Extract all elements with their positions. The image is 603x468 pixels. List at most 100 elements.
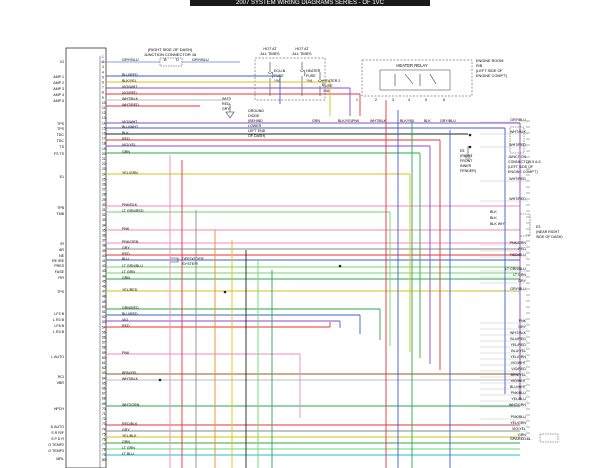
ecm-terminal-label: TPS [57,290,65,294]
relay-pin-4: 4 [408,98,410,102]
wire-color-label: LT BLU [122,452,134,456]
ecm-pin-number: 46 [102,285,106,289]
relay-wire-labels: GRN BLK/YEL PNK WHT/BLK BLK/YEL BLK GRY/… [312,119,456,123]
ecm-pin-number: 31 [102,208,106,212]
wire-color-label: BLK/YEL [122,79,137,83]
ecm-pin-number: 57 [102,341,106,345]
right-wire-label: GRY [518,279,526,283]
ground-e5-line-3: FRONT [460,159,473,163]
ecm-pin-number: 33 [102,218,106,222]
wire-color-label: GRN [122,440,130,444]
ground-e5-line-5: FENDER) [460,169,476,173]
bottom-right-connector: SPARED D- [510,433,559,443]
ecm-pin-number: 76 [102,438,106,442]
ecm-pin-number: 4 [102,70,104,74]
wire-color-label: GRY [122,428,130,432]
ecm-pin-number: 58 [102,346,106,350]
ecm-pin-number: 69 [102,402,106,406]
relay-wire-5: BLK/YEL [400,119,415,123]
ecm-pin-number: 5 [102,75,104,79]
junction-right-label: GRY/BLU [192,58,209,62]
wire-color-label: YEL/GRN [122,171,138,175]
ecm-terminal-label: IG [60,60,64,64]
ecm-terminal-label: TMB [56,212,64,216]
ecm-pin-number: 52 [102,315,106,319]
relay-wire-1: GRN [312,119,320,123]
ground-e3-line-1: E3 [536,225,540,229]
ecm-pin-number: 71 [102,412,106,416]
right-wire-label: PNK/GRN [510,241,527,245]
ecm-pin-number: 56 [102,336,106,340]
ecm-box [65,47,107,468]
ecm-pin-number: 21 [102,157,106,161]
e3-wire-3: BLK WHT [490,222,507,226]
relay-wire-7: GRY/BLU [440,119,456,123]
ecm-pin-number: 66 [102,387,106,391]
wire-color-label: WHT/GRN [122,403,140,407]
junction-pin-2: D [176,58,179,62]
defogger-line-2: SYSTEM [182,262,198,266]
ecm-terminal-label: L R3 B [53,330,64,334]
relay-wire-3: PNK [352,119,360,123]
wire-color-label: PNK [122,351,130,355]
wire-color-label: LT GRN [122,446,135,450]
ecm-pin-number: 48 [102,295,106,299]
wire-color-label: VIO [122,318,128,322]
ecm-terminal-label: AMP 3 [53,87,64,91]
ecm-pin-number: 8 [102,91,104,95]
ground1-line-5: LEFT END [248,129,266,133]
ecm-pin-number: 20 [102,152,106,156]
relay-pin-6: 6 [443,98,445,102]
ground-diode: WHT/ RED GRY GROUND DIODE (BEHIND LOWER … [222,97,266,138]
ecm-pin-number: 26 [102,183,106,187]
wires-layer [106,75,530,468]
wire-color-label: WHT/BLK [122,377,139,381]
right-wire-label: GRY/BLU [510,118,526,122]
ecm-terminal-label: LF8 B [54,324,64,328]
wire-color-label: YEL/RED [122,288,138,292]
ecm-pin-number: 51 [102,310,106,314]
relay-pin-1: 1 [356,98,358,102]
ecm-pin-number: 64 [102,376,106,380]
ecm-terminal-label: AMP 4 [53,93,64,97]
ecm-terminal-label: FIR [58,276,64,280]
heater-relay: HEATER RELAY ENGINE ROOM R/B (LEFT SIDE … [356,59,508,102]
fuse-2-line-1: HEATER [306,69,321,73]
right-wire-label: WHT/GRN [509,403,527,407]
right-wire-label: YEL/GRN [510,421,526,425]
ecm-terminal-label: TPB [57,206,65,210]
ecm-pin-number: 28 [102,193,106,197]
ecm-terminal-label: TPS [57,127,65,131]
ecm-terminal-label: FS TS [54,152,65,156]
right-wire-label: BLU/WHT [510,385,527,389]
ecm-pin-number: 18 [102,142,106,146]
ecm-pin-number: 30 [102,203,106,207]
ecm-terminal-label: O TEMP2 [48,443,64,447]
wire-color-label: GRN/RED [122,306,139,310]
right-wire-label: VIO/WHT [511,379,527,383]
hot-label-1-line-2: ALL TIMES [260,52,280,56]
page-title-bar: 2007 SYSTEM WIRING DIAGRAMS SERIES - OF … [190,0,430,6]
ground1-line-3: (BEHIND [248,119,263,123]
ecm-pin-number: 27 [102,188,106,192]
ecm-pin-number: 47 [102,290,106,294]
ground-e3-line-3: SIDE OF DASH) [536,235,563,239]
wire-color-label: WHT/RED [122,103,139,107]
ecm-pin-number: 59 [102,351,106,355]
wire-color-label: BRN/YEL [122,371,137,375]
wire-color-label: RED/BLK [122,422,138,426]
ecm-pin-number: 78 [102,448,106,452]
ecm-pin-number: 55 [102,330,106,334]
ecm-pin-number: 35 [102,228,106,232]
splice-dot [158,378,162,382]
fuse-3: HEATER 2 FUSE 10A [317,72,340,96]
ecm-pin-number: 32 [102,213,106,217]
wire-color-label: PNK [122,227,130,231]
ground-e5-line-2: (RIGHT [460,154,473,158]
fuse-1-line-1: ECU-B [274,69,286,73]
right-wire-label: YEL/RED [511,343,527,347]
ecm-pin-number: 44 [102,274,106,278]
fuse-2: HEATER FUSE 10A [299,62,321,96]
ecm-pin-number: 43 [102,269,106,273]
fuse-area: HOT AT ALL TIMES HOT AT ALL TIMES ECU-B … [254,47,340,101]
